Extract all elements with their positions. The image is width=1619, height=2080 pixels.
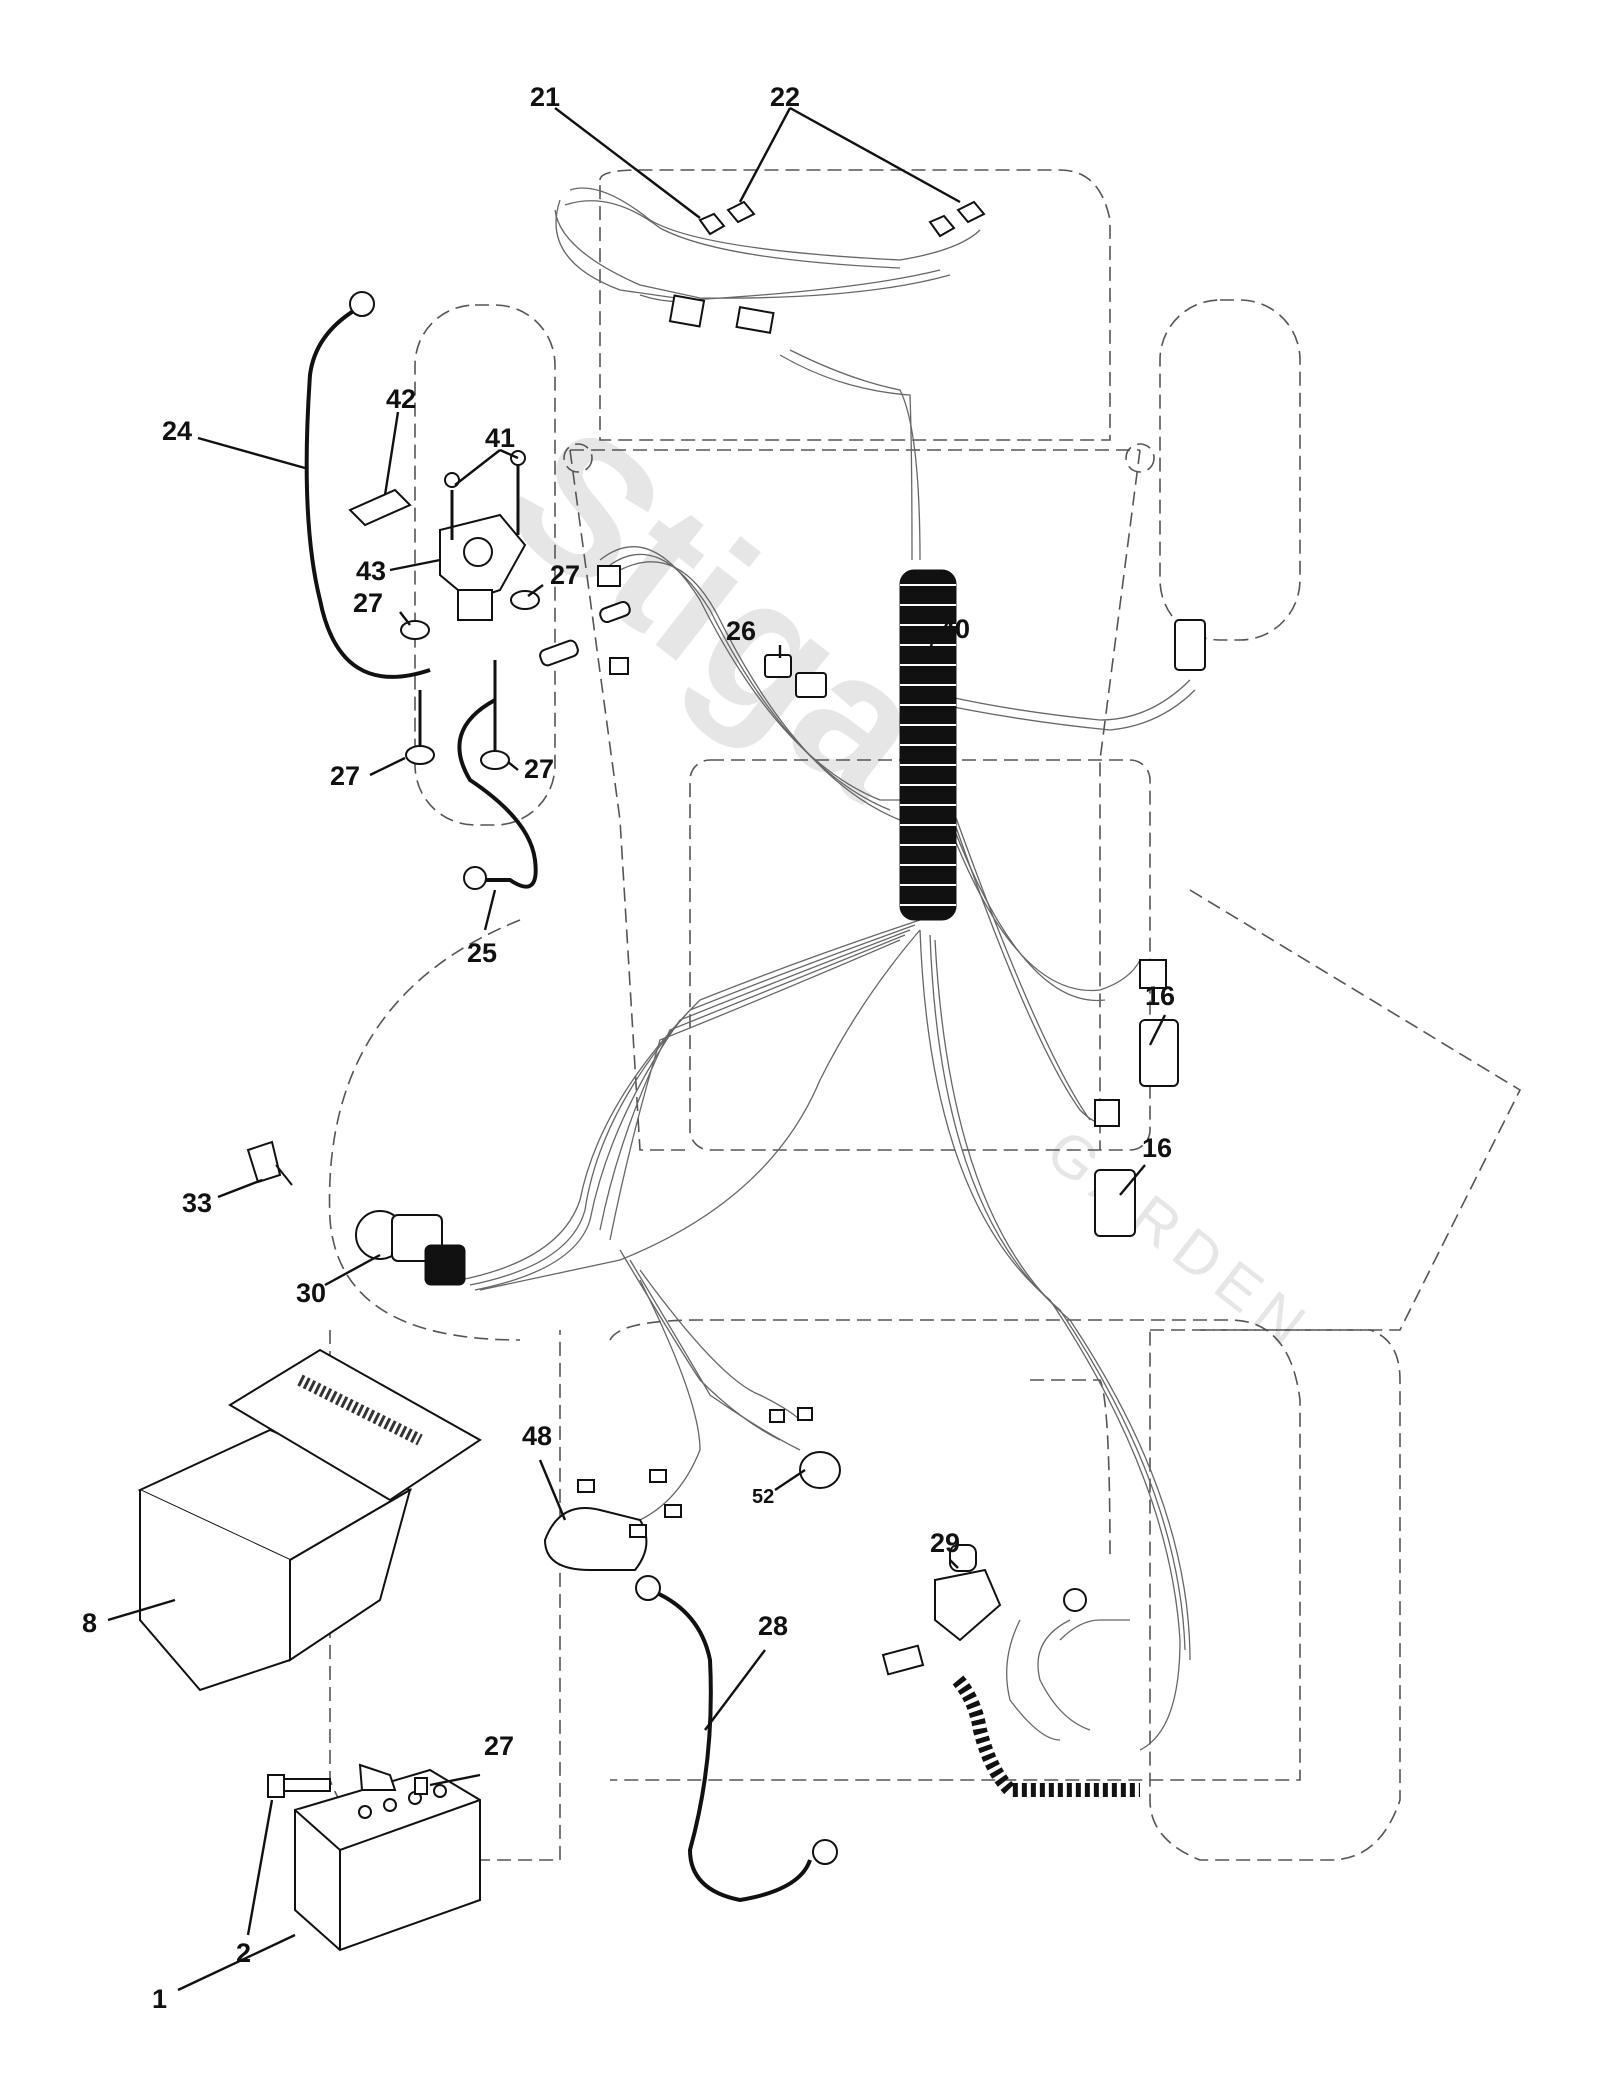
- callout-30: 30: [296, 1278, 326, 1308]
- cable-part-28: [649, 1588, 812, 1903]
- callout-28: 28: [758, 1611, 788, 1641]
- headlight-part-48: [543, 1469, 682, 1571]
- callout-labels: 1 2 8 16 16 21 22 24 25 26 27 27 27 27 2…: [82, 82, 1175, 2014]
- callout-29: 29: [930, 1528, 960, 1558]
- callout-27c: 27: [330, 761, 360, 791]
- watermark: Stiga GARDEN: [470, 385, 1325, 1364]
- callout-33: 33: [182, 1188, 212, 1218]
- key-part-33: [246, 1140, 293, 1186]
- light-sockets-part-21-22: [698, 200, 986, 238]
- bolt-part-2: [267, 1763, 428, 1798]
- callout-24: 24: [162, 416, 192, 446]
- callout-25: 25: [467, 938, 497, 968]
- callout-42: 42: [386, 384, 416, 414]
- cables: [304, 291, 838, 1903]
- wiring-harness: [459, 187, 1196, 1751]
- cable-part-24: [304, 308, 431, 679]
- harness-connectors: [539, 294, 1206, 1127]
- callout-48: 48: [522, 1421, 552, 1451]
- callout-2: 2: [236, 1938, 251, 1968]
- bulb-part-52: [769, 1407, 841, 1489]
- connector-part-16: [1094, 1019, 1179, 1237]
- cable-part-25: [457, 698, 538, 889]
- callout-8: 8: [82, 1608, 97, 1638]
- callout-40: 40: [940, 614, 970, 644]
- callout-27e: 27: [484, 1731, 514, 1761]
- watermark-sub: GARDEN: [1034, 1116, 1325, 1364]
- fuse-holder-part-26: [764, 654, 827, 698]
- callout-27d: 27: [524, 754, 554, 784]
- leader-lines: [107, 106, 1167, 1992]
- callout-21: 21: [530, 82, 560, 112]
- ignition-switch-part-30: [355, 1210, 466, 1286]
- callout-22: 22: [770, 82, 800, 112]
- callout-27a: 27: [353, 588, 383, 618]
- battery-tray-part-8: [137, 1348, 482, 1692]
- callout-52: 52: [752, 1486, 774, 1508]
- callout-16b: 16: [1142, 1133, 1172, 1163]
- callout-43: 43: [356, 556, 386, 586]
- callout-41: 41: [485, 423, 515, 453]
- callout-27b: 27: [550, 560, 580, 590]
- callout-16a: 16: [1145, 981, 1175, 1011]
- battery-part-1: [294, 1768, 481, 1952]
- callout-26: 26: [726, 616, 756, 646]
- conduit-part-40: [899, 569, 957, 921]
- solenoid-part-43: [348, 450, 540, 770]
- switch-part-29: [881, 1544, 1140, 1797]
- callout-1: 1: [152, 1984, 167, 2014]
